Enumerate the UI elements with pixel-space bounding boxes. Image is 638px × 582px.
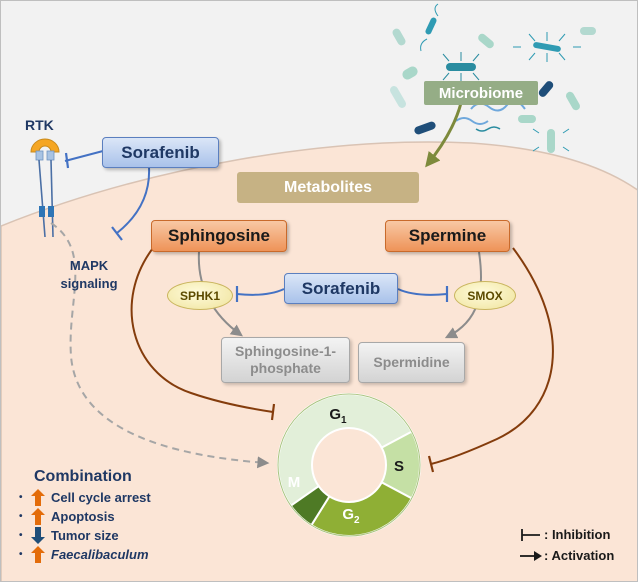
sorafenib-inhibits-sphk1 <box>236 288 285 296</box>
sorafenib-inhibits-smox <box>397 288 448 296</box>
microbiome-label: Microbiome <box>424 81 538 105</box>
legend-inhibition: : Inhibition <box>544 527 610 542</box>
sphk1-oval: SPHK1 <box>167 281 233 310</box>
inhibition-symbol <box>521 529 540 541</box>
sorafenib-center-box: Sorafenib <box>284 273 398 304</box>
combination-item-text: Apoptosis <box>51 509 115 524</box>
bullet: • <box>19 530 23 541</box>
up-arrow-icon <box>31 489 45 506</box>
sorafenib-top-box: Sorafenib <box>102 137 219 168</box>
combination-item-text: Tumor size <box>51 528 119 543</box>
sphingosine-1-phosphate-box: Sphingosine-1-phosphate <box>221 337 350 383</box>
smox-oval: SMOX <box>454 281 516 310</box>
sorafenib-inhibits-rtk <box>64 150 104 162</box>
spermidine-box: Spermidine <box>358 342 465 383</box>
combination-title: Combination <box>34 468 132 485</box>
cell-cycle-label-s: S <box>394 458 404 475</box>
combination-item: • Cell cycle arrest <box>19 488 151 507</box>
combination-item-text: Faecalibaculum <box>51 547 149 562</box>
combination-list: •Cell cycle arrest•Apoptosis•Tumor size•… <box>19 488 151 564</box>
up-arrow-icon <box>31 508 45 525</box>
bullet: • <box>19 549 23 560</box>
rtk-receptor-icon <box>30 138 60 238</box>
metabolites-label: Metabolites <box>237 172 419 203</box>
legend-inhibition-text: : Inhibition <box>544 527 611 542</box>
mapk-to-cell-cycle-dashed-arrow <box>50 222 270 469</box>
rtk-label: RTK <box>25 117 54 133</box>
bullet: • <box>19 511 23 522</box>
bacteria-cluster-icon <box>390 3 596 153</box>
sphingosine-box: Sphingosine <box>151 220 287 252</box>
legend-activation: : Activation <box>544 548 614 563</box>
combination-item-text: Cell cycle arrest <box>51 490 151 505</box>
sphingosine-inhibits-cell-cycle <box>130 247 274 413</box>
cell-cycle-label-m: M <box>288 474 301 491</box>
activation-symbol <box>520 551 542 561</box>
cell-cycle-outline <box>277 393 421 537</box>
spermine-inhibits-cell-cycle <box>430 247 554 465</box>
bullet: • <box>19 492 23 503</box>
s1p-text: Sphingosine-1-phosphate <box>234 343 337 376</box>
down-arrow-icon <box>31 527 45 544</box>
mapk-signaling-label: MAPK signaling <box>60 258 118 291</box>
spermine-box: Spermine <box>385 220 510 252</box>
combination-item: • Apoptosis <box>19 507 151 526</box>
microbiome-to-metabolites-arrow <box>425 102 463 168</box>
legend-activation-text: : Activation <box>544 548 615 563</box>
combination-item: • Tumor size <box>19 526 151 545</box>
up-arrow-icon <box>31 546 45 563</box>
combination-item: • Faecalibaculum <box>19 545 151 564</box>
sorafenib-inhibits-mapk <box>116 166 151 234</box>
